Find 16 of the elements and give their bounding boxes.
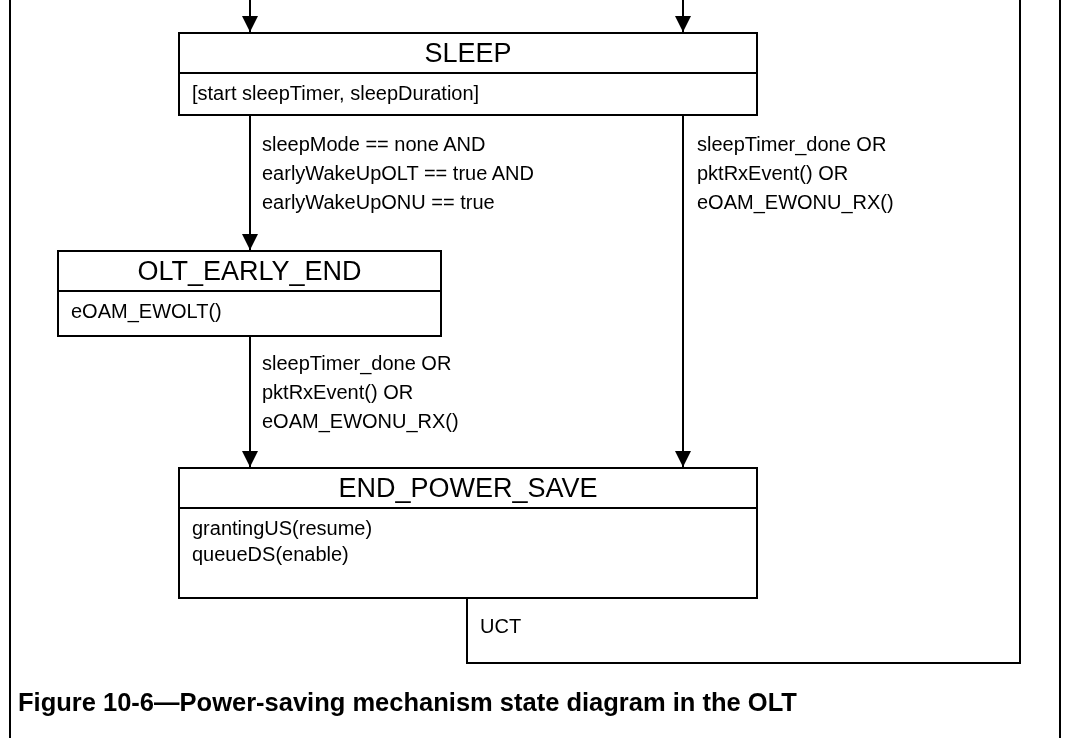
state-action: [start sleepTimer, sleepDuration] <box>192 81 481 106</box>
transition-arrow <box>675 0 691 33</box>
state-action: queueDS(enable) <box>192 542 350 567</box>
figure-caption: Figure 10-6—Power-saving mechanism state diagram in the OLT <box>18 688 797 717</box>
transition-arrow <box>242 0 258 33</box>
transition-arrow <box>242 115 258 251</box>
state-action: grantingUS(resume) <box>192 516 374 541</box>
state-box <box>57 250 442 337</box>
state-name: SLEEP <box>180 34 756 74</box>
state-action: eOAM_EWOLT() <box>71 299 223 324</box>
state-box <box>178 467 758 599</box>
transition-arrow <box>675 115 691 468</box>
state-name: END_POWER_SAVE <box>180 469 756 509</box>
state-box <box>178 32 758 116</box>
transition-arrow <box>242 336 258 468</box>
state-name: OLT_EARLY_END <box>59 252 440 292</box>
